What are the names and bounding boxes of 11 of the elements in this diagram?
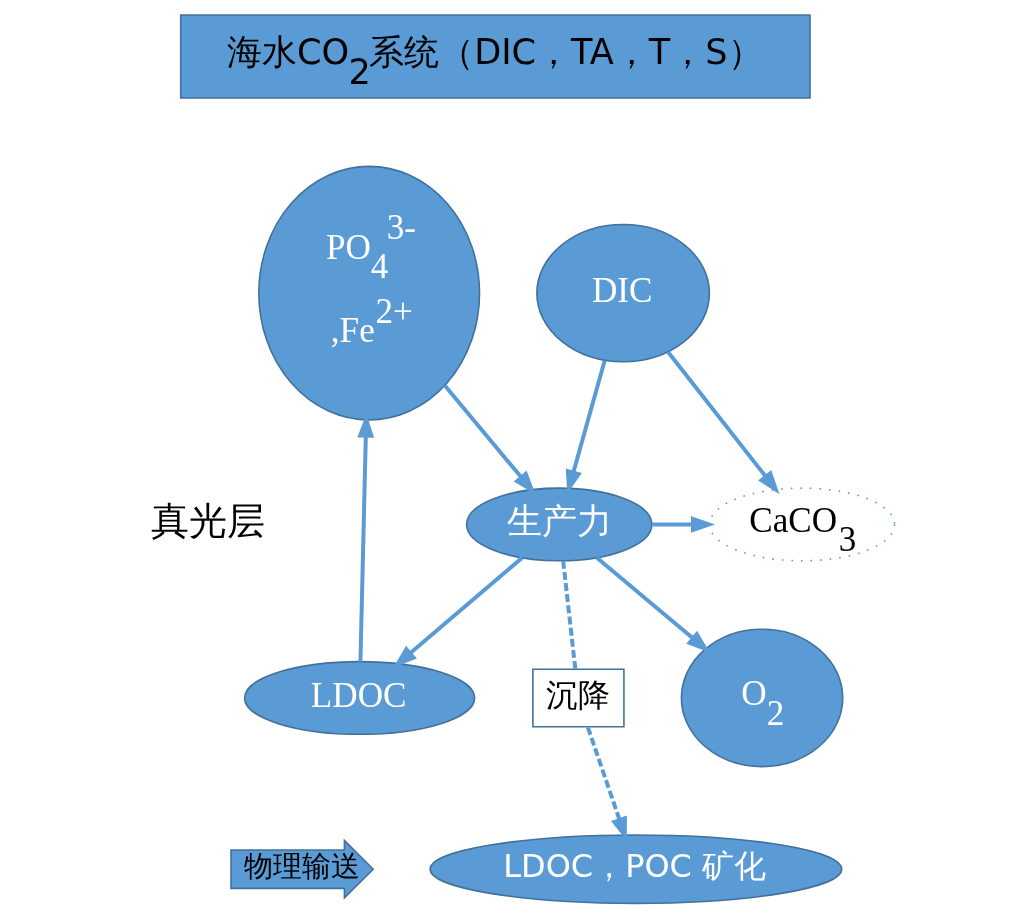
node-ellipse: DIC bbox=[536, 223, 711, 363]
arrow bbox=[595, 556, 711, 653]
connector bbox=[561, 560, 578, 670]
node-ellipse: LDOC bbox=[243, 660, 476, 736]
arrow bbox=[652, 516, 715, 533]
label: 真光层 bbox=[151, 498, 266, 544]
node-ellipse: LDOC，POC 矿化 bbox=[429, 834, 843, 905]
arrow bbox=[666, 351, 780, 495]
node-box: 沉降 bbox=[532, 668, 625, 728]
node-ellipse: 生产力 bbox=[465, 487, 653, 562]
arrow bbox=[393, 556, 524, 668]
